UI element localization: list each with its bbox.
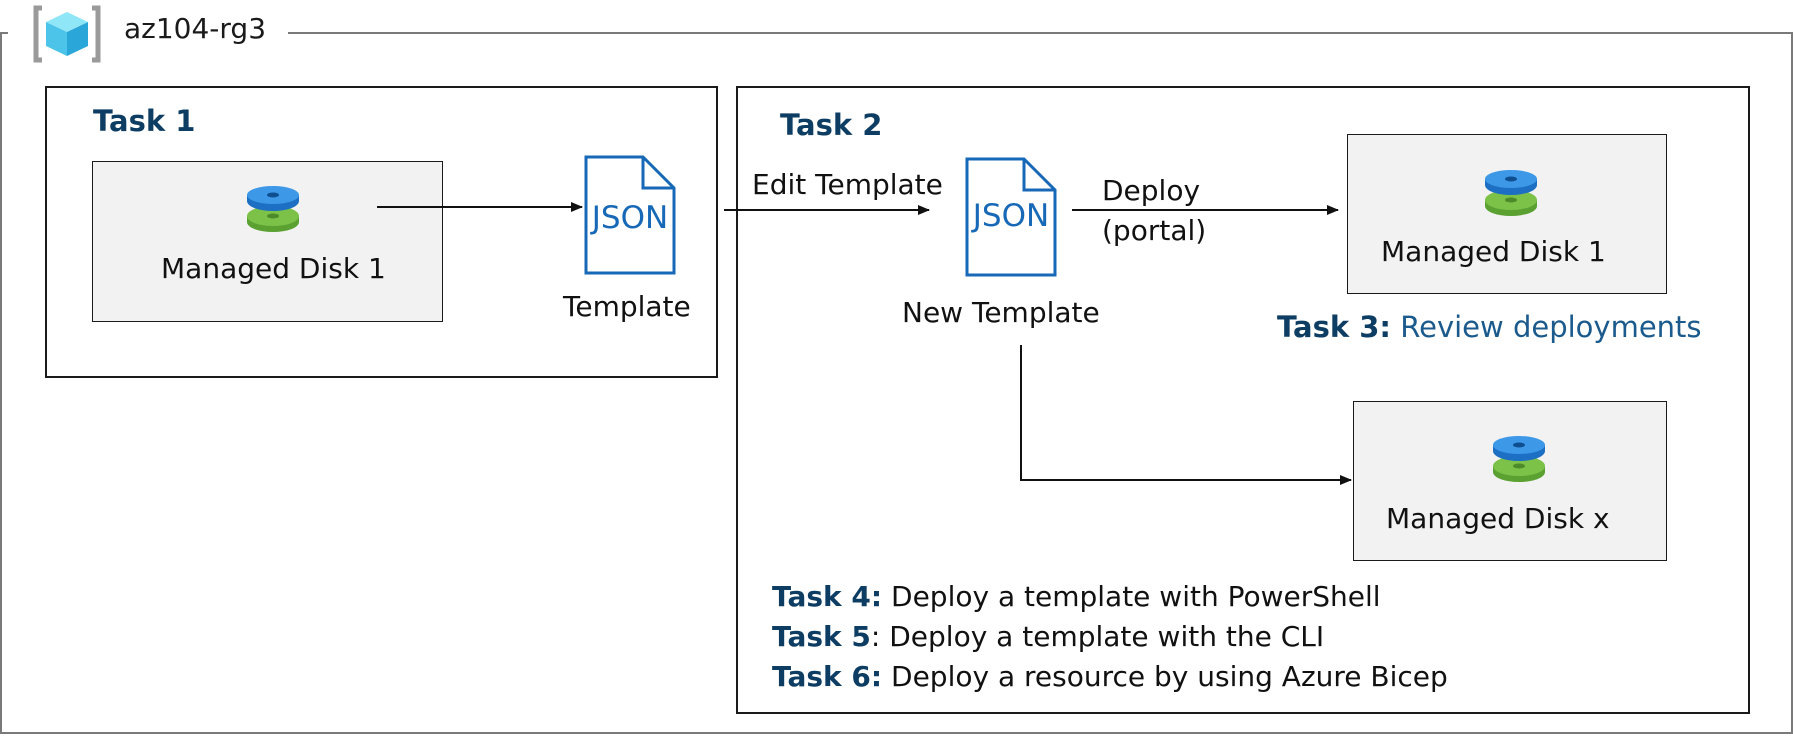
arrow-to-disk-x <box>1020 345 1352 485</box>
managed-disk-icon <box>1493 436 1545 482</box>
resource-group-icon <box>33 5 101 63</box>
json-file-icon <box>584 155 676 275</box>
rg-frame-top-right <box>288 32 1792 34</box>
rg-frame-bottom <box>0 732 1793 734</box>
rg-frame-right <box>1791 32 1793 734</box>
task3-text: Task 3: Review deployments <box>1277 310 1702 344</box>
rg-frame-left <box>0 32 2 734</box>
task5-line: Task 5: Deploy a template with the CLI <box>772 620 1324 653</box>
task1-template-label: Template <box>563 290 691 323</box>
task4-description: Deploy a template with PowerShell <box>882 580 1381 613</box>
task2-diskx-label: Managed Disk x <box>1386 502 1610 535</box>
task1-disk-label: Managed Disk 1 <box>161 252 386 285</box>
task3-description: Review deployments <box>1391 310 1702 344</box>
task6-prefix: Task 6: <box>772 660 883 693</box>
task5-prefix: Task 5 <box>772 620 871 653</box>
task3-prefix: Task 3: <box>1277 310 1392 344</box>
managed-disk-icon <box>247 186 299 232</box>
rg-frame-top-left <box>0 32 8 34</box>
task2-disk1-label: Managed Disk 1 <box>1381 235 1606 268</box>
task6-description: Deploy a resource by using Azure Bicep <box>882 660 1448 693</box>
task4-prefix: Task 4: <box>772 580 883 613</box>
task2-title: Task 2 <box>780 108 883 142</box>
task6-line: Task 6: Deploy a resource by using Azure… <box>772 660 1448 693</box>
resource-group-name: az104-rg3 <box>118 12 273 45</box>
deploy-portal-label: (portal) <box>1102 214 1207 247</box>
json-file-icon <box>965 157 1057 277</box>
task4-line: Task 4: Deploy a template with PowerShel… <box>772 580 1381 613</box>
deploy-label: Deploy <box>1102 174 1201 207</box>
task1-json-text: JSON <box>591 200 669 236</box>
task1-title: Task 1 <box>93 104 196 138</box>
new-template-label: New Template <box>902 296 1100 329</box>
task5-description: : Deploy a template with the CLI <box>870 620 1325 653</box>
edit-template-label: Edit Template <box>752 168 943 201</box>
managed-disk-icon <box>1485 170 1537 216</box>
task2-json-text: JSON <box>972 198 1050 234</box>
